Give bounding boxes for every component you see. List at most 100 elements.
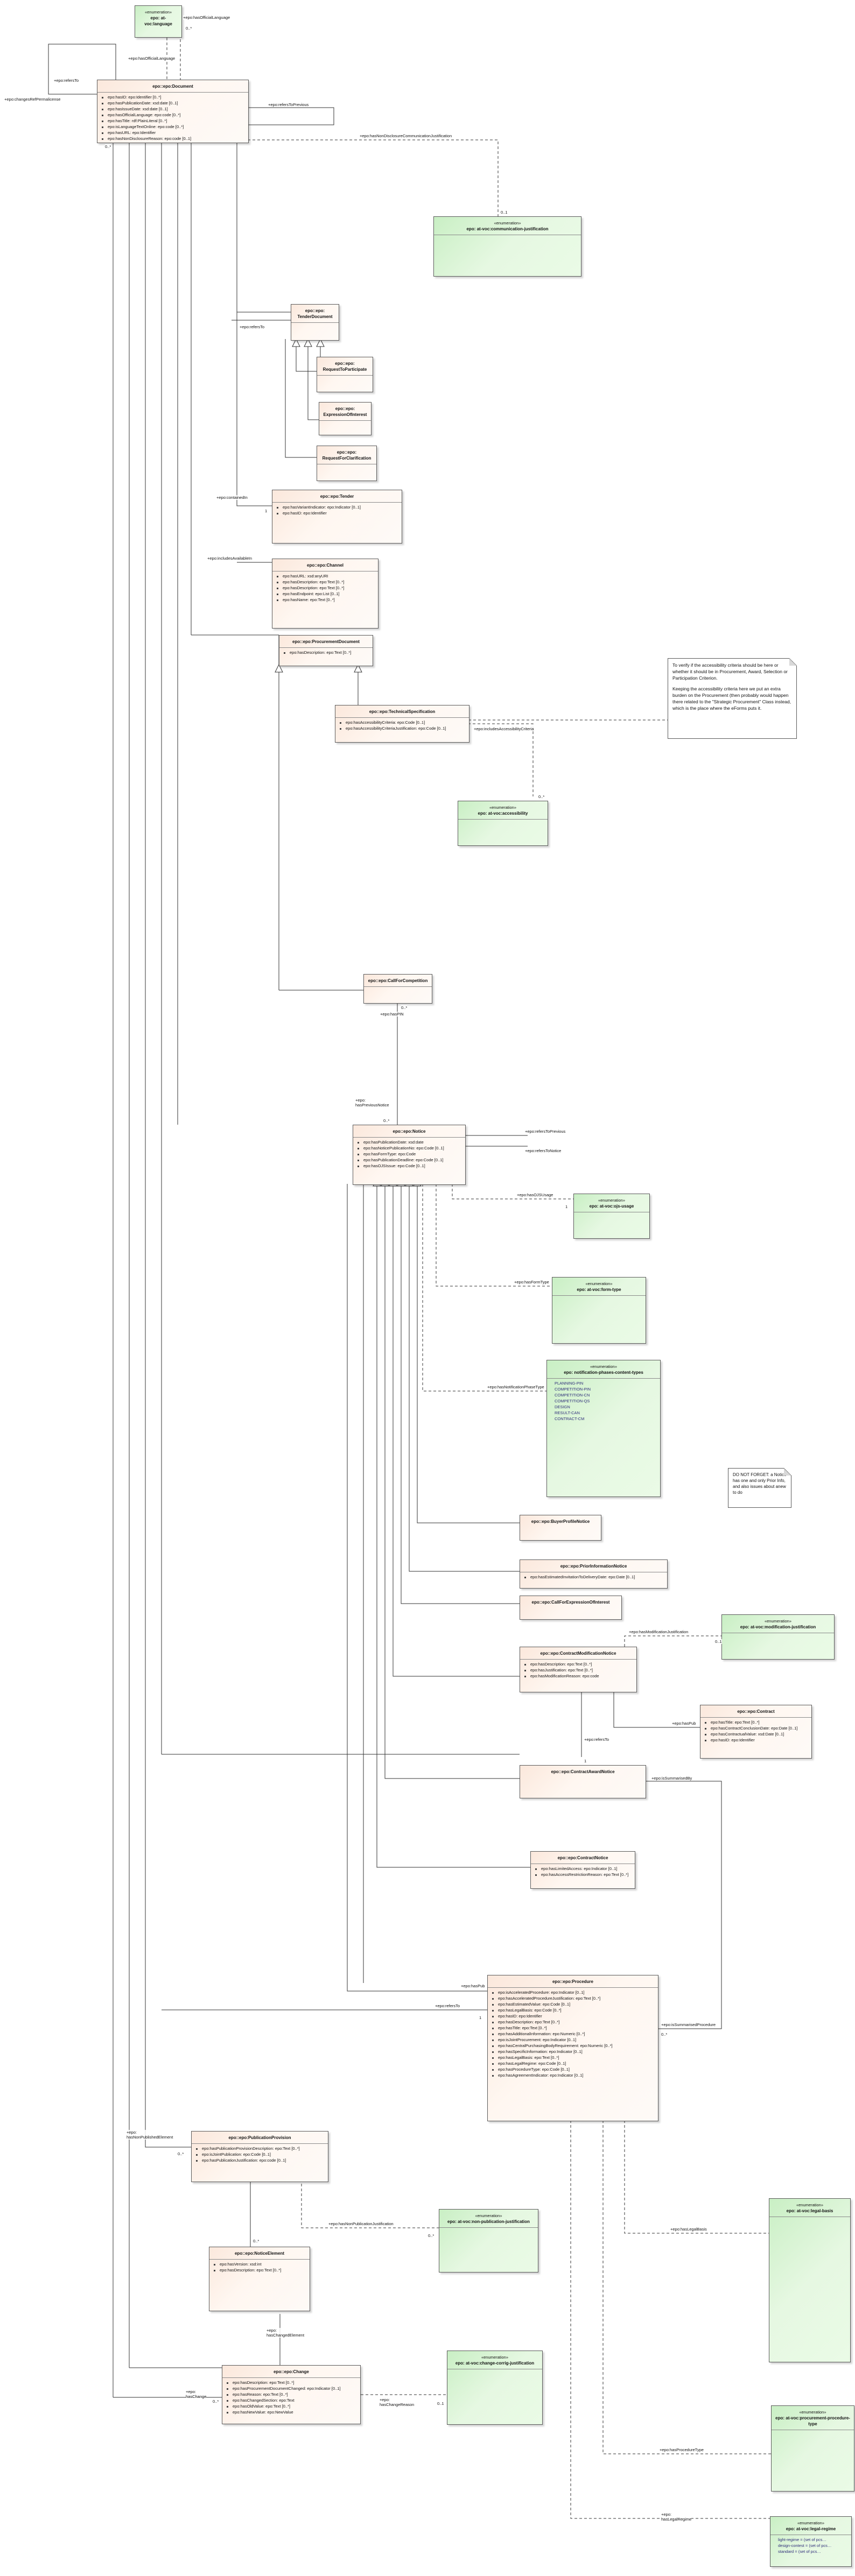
procedure-attr: epo:hasID: epo:Identifier [492,2013,655,2019]
can-name: epo::epo:ContractAwardNotice [551,1769,615,1774]
phase-literal: CONTRACT-CM [555,1416,585,1421]
class-ojs-usage[interactable]: «enumeration»epo: at-voc:ojs-usage [573,1194,650,1239]
pubprov-attributes: epo:hasPublicationProvisionDescription: … [192,2144,328,2165]
techspec-attr: epo:hasAccessibilityCriteria: epo:Code [… [340,719,466,725]
label-includes-available: +epo:includesAvailableIn [207,556,253,561]
phase-literal: DESIGN [555,1405,570,1409]
assoc-proctype-line [602,2120,771,2454]
class-legal-basis[interactable]: «enumeration»epo: at-voc:legal-basis [769,2198,851,2362]
procedure-attr: epo:hasLegalBasis: epo:Text [0..*] [492,2055,655,2060]
pubprov-attr: epo:isJointPublication: epo:Code [0..1] [196,2151,325,2157]
tri-9 [354,664,362,673]
label-procedure-type: +epo:hasProcedureType [660,2447,704,2452]
channel-attributes: epo:hasURL: xsd:anyURI epo:hasDescriptio… [272,571,378,605]
class-change-justification[interactable]: «enumeration»epo: at-voc:change-corrig-j… [447,2351,543,2425]
techspec-name: epo::epo:TechnicalSpecification [369,709,436,714]
modjust-stereotype: «enumeration» [764,1619,792,1624]
class-contract-award-notice[interactable]: epo::epo:ContractAwardNotice [520,1765,646,1798]
class-buyer-profile-notice[interactable]: epo::epo:BuyerProfileNotice [520,1515,601,1541]
eoi-name: epo::epo: ExpressionOfInterest [323,406,367,417]
mult-usage: 1 [565,1204,568,1209]
label-non-disclosure: +epo:hasNonDisclosureCommunicationJustif… [360,133,452,138]
class-contract-modification-notice[interactable]: epo::epo:ContractModificationNotice epo:… [520,1647,637,1692]
cei-name: epo::epo:CallForExpressionOfInterest [531,1600,610,1605]
class-legal-regime[interactable]: «enumeration»epo: at-voc:legal-regime li… [770,2516,852,2567]
tri-5 [292,338,300,347]
gen-eoi-line [307,339,319,420]
class-non-publication-justification[interactable]: «enumeration»epo: at-voc:non-publication… [439,2209,538,2272]
change-attr: epo:hasNewValue: epo:NewValue [227,2409,357,2415]
class-modification-justification[interactable]: «enumeration»epo: at-voc:modification-ju… [721,1614,835,1660]
document-attr: epo:isLanguageTextOnline: epo:code [0..*… [102,124,245,130]
label-legal-regime: +epo: hasLegalRegime [661,2512,692,2522]
document-attr: epo:hasID: epo:Identifier [0..*] [102,94,245,100]
buyer-name: epo::epo:BuyerProfileNotice [531,1519,590,1524]
refers-loop-line [248,107,334,125]
gen-cei-line [401,1184,520,1604]
techspec-attributes: epo:hasAccessibilityCriteria: epo:Code [… [335,718,469,733]
class-procurement-document[interactable]: epo::epo:ProcurementDocument epo:hasDesc… [279,635,373,666]
document-attr: epo:hasPublicationDate: xsd:date [0..1] [102,100,245,106]
label-refers-previous-3: +epo:refersToNotice [525,1148,562,1153]
class-expression-of-interest[interactable]: epo::epo: ExpressionOfInterest [319,402,372,435]
accessibility-stereotype: «enumeration» [489,805,517,810]
class-accessibility[interactable]: «enumeration»epo: at-voc:accessibility [458,801,548,846]
class-notice-element[interactable]: epo::epo:NoticeElement epo:hasVersion: x… [209,2247,310,2311]
class-request-for-clarification[interactable]: epo::epo: RequestForClarification [317,446,377,481]
class-request-to-participate[interactable]: epo::epo: RequestToParticipate [317,357,373,392]
label-previous-notice: +epo: hasPreviousNotice [355,1098,389,1107]
assoc-summarised-line [646,1781,722,2029]
phase-literal: COMPETITION-PIN [555,1387,591,1392]
procdoc-attributes: epo:hasDescription: epo:Text [0..*] [279,648,373,658]
label-form-type: +epo:hasFormType [514,1280,549,1285]
procedure-name: epo::epo:Procedure [552,1979,593,1984]
procedure-attr: epo:hasLegalRegime: epo:Code [0..1] [492,2060,655,2066]
notice-attr: epo:hasFormType: epo:Code [358,1151,462,1157]
mult-pubprov: 0..* [178,2151,184,2156]
class-procedure[interactable]: epo::epo:Procedure epo:isAcceleratedProc… [487,1975,658,2121]
rtp-name: epo::epo: RequestToParticipate [323,361,367,372]
tender-attr: epo:hasVariantIndicator: epo:Indicator [… [277,504,398,510]
channel-attr: epo:hasName: epo:Text [0..*] [277,597,375,603]
tenderdoc-name: epo::epo: TenderDocument [297,308,333,319]
language-name: epo: at-voc:language [144,16,172,26]
class-contract-notice[interactable]: epo::epo:ContractNotice epo:hasLimitedAc… [530,1851,635,1889]
assoc-accessibility-line [463,723,534,796]
class-channel[interactable]: epo::epo:Channel epo:hasURL: xsd:anyURI … [272,559,379,629]
procdoc-name: epo::epo:ProcurementDocument [292,639,360,644]
procdoc-attr: epo:hasDescription: epo:Text [0..*] [284,650,369,655]
phase-literal: COMPETITION-CN [555,1393,590,1398]
cn-attr: epo:hasAccessRestrictionReason: epo:Text… [535,1872,632,1878]
change-attributes: epo:hasDescription: epo:Text [0..*] epo:… [222,2378,360,2417]
phase-literal: PLANNING-PIN [555,1381,584,1386]
class-call-for-expression[interactable]: epo::epo:CallForExpressionOfInterest [520,1596,622,1620]
noticeelem-name: epo::epo:NoticeElement [234,2251,284,2256]
label-refers-previous-2: +epo:refersToPrevious [525,1129,566,1134]
class-form-type[interactable]: «enumeration»epo: at-voc:form-type [552,1277,646,1344]
class-document[interactable]: epo::epo:Document epo:hasID: epo:Identif… [97,80,249,143]
class-language[interactable]: «enumeration»epo: at-voc:language [135,5,182,38]
class-publication-provision[interactable]: epo::epo:PublicationProvision epo:hasPub… [191,2131,328,2182]
change-attr: epo:hasChangedSection: epo:Text [227,2397,357,2403]
class-change[interactable]: epo::epo:Change epo:hasDescription: epo:… [222,2365,361,2424]
class-technical-specification[interactable]: epo::epo:TechnicalSpecification epo:hasA… [335,705,469,743]
class-procedure-type[interactable]: «enumeration»epo: at-voc:procurement-pro… [771,2405,854,2492]
assoc-phase-line [422,1184,546,1392]
class-communication-justification[interactable]: «enumeration»epo: at-voc:communication-j… [433,216,581,277]
document-attr: epo:hasTitle: rdf:PlainLiteral [0..*] [102,118,245,124]
noticeelem-attr: epo:hasVersion: xsd:int [214,2261,306,2267]
class-call-for-competition[interactable]: epo::epo:CallForCompetition [363,974,432,1004]
assoc-contract-line [613,1691,700,1728]
class-contract[interactable]: epo::epo:Contract epo:hasTitle: epo:Text… [700,1705,812,1759]
class-tender-document[interactable]: epo::epo: TenderDocument [291,304,339,341]
class-notice[interactable]: epo::epo:Notice epo:hasPublicationDate: … [353,1125,466,1185]
mult-nonpub: 0..* [428,2233,434,2238]
mult-change: 0..* [213,2399,219,2404]
class-prior-information-notice[interactable]: epo::epo:PriorInformationNotice epo:hasE… [520,1559,668,1589]
legalregime-literal: light-regime = (set of pcs… [778,2537,826,2542]
class-notification-phase[interactable]: «enumeration»epo: notification-phases-co… [546,1360,661,1497]
mult-notice: 0..* [383,1118,390,1123]
class-tender[interactable]: epo::epo:Tender epo:hasVariantIndicator:… [272,490,402,544]
